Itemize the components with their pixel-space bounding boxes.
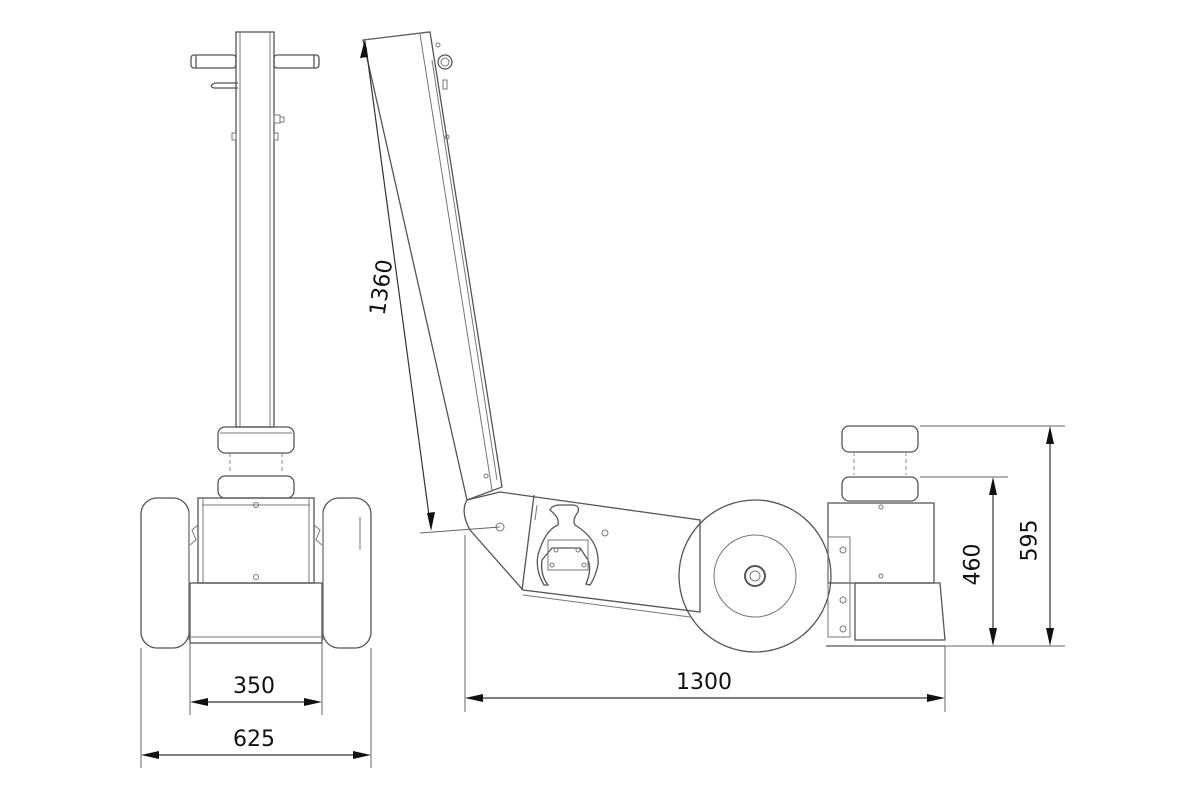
dimension-625 xyxy=(140,648,372,768)
side-cylinder xyxy=(826,425,946,647)
side-chassis xyxy=(463,491,701,618)
dimension-460 xyxy=(920,476,1065,647)
front-wheels xyxy=(140,497,372,649)
dimension-350 xyxy=(189,643,323,715)
front-body xyxy=(189,497,323,644)
front-view xyxy=(140,31,372,768)
label-inner-wheel-track: 350 xyxy=(233,674,275,699)
side-view xyxy=(360,31,1065,712)
dimension-1360 xyxy=(360,31,501,534)
front-handle-column xyxy=(190,31,320,428)
dimension-1300 xyxy=(464,535,946,712)
side-rear-wheel xyxy=(678,499,832,653)
front-saddle xyxy=(217,426,295,499)
label-overall-width: 625 xyxy=(233,727,275,752)
label-maximum-height: 595 xyxy=(1017,519,1043,562)
label-overall-length: 1300 xyxy=(676,670,732,695)
label-minimum-height: 460 xyxy=(960,543,986,586)
dimension-595 xyxy=(920,425,1065,646)
